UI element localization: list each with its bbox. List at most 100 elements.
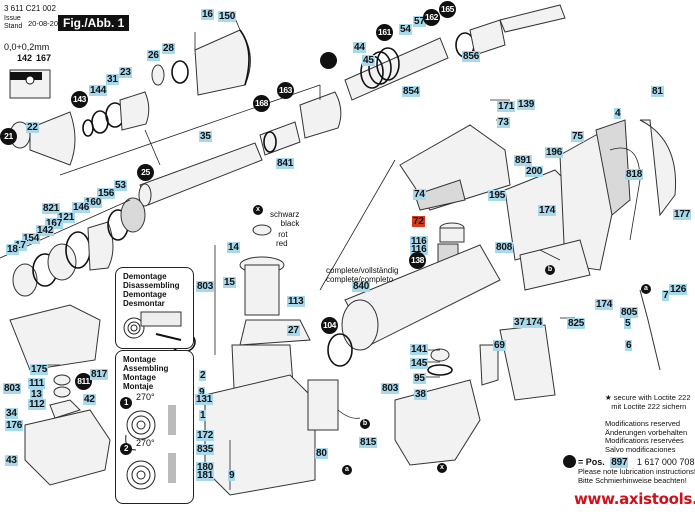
callout-161[interactable]: 161	[376, 24, 393, 41]
callout-22[interactable]: 22	[26, 122, 39, 133]
callout-195[interactable]: 195	[488, 190, 507, 201]
callout-841[interactable]: 841	[276, 158, 295, 169]
callout-2[interactable]: 2	[199, 370, 207, 381]
callout-26[interactable]: 26	[147, 50, 160, 61]
callout-121[interactable]: 121	[57, 212, 76, 223]
callout-81[interactable]: 81	[651, 86, 664, 97]
callout-113[interactable]: 113	[287, 296, 305, 307]
callout-18[interactable]: 18	[6, 244, 19, 255]
callout-200[interactable]: 200	[525, 166, 544, 177]
callout-37[interactable]: 37	[513, 317, 526, 328]
callout-162[interactable]: 162	[423, 9, 440, 26]
callout-111[interactable]: 111	[28, 378, 45, 389]
callout-171[interactable]: 171	[497, 101, 516, 112]
callout-176[interactable]: 176	[5, 420, 24, 431]
callout-803-left[interactable]: 803	[3, 383, 22, 394]
callout-811[interactable]: 811	[75, 373, 92, 390]
callout-126[interactable]: 126	[669, 284, 688, 295]
pos-number[interactable]: 897	[610, 457, 629, 468]
callout-21[interactable]: 21	[0, 128, 17, 145]
callout-45-black[interactable]	[320, 52, 337, 69]
callout-13[interactable]: 13	[30, 389, 43, 400]
callout-174[interactable]: 174	[538, 205, 557, 216]
callout-15[interactable]: 15	[223, 277, 236, 288]
callout-803-motor[interactable]: 803	[196, 281, 215, 292]
callout-817[interactable]: 817	[90, 369, 109, 380]
callout-31[interactable]: 31	[106, 74, 119, 85]
callout-44[interactable]: 44	[353, 42, 366, 53]
callout-28[interactable]: 28	[162, 43, 175, 54]
callout-138[interactable]: 138	[409, 252, 426, 269]
callout-172[interactable]: 172	[196, 430, 215, 441]
callout-5[interactable]: 5	[624, 318, 632, 329]
callout-80[interactable]: 80	[315, 448, 328, 459]
callout-815[interactable]: 815	[359, 437, 378, 448]
callout-150[interactable]: 150	[218, 11, 237, 22]
callout-27[interactable]: 27	[287, 325, 300, 336]
callout-57[interactable]: 57	[413, 16, 426, 27]
callout-139[interactable]: 139	[517, 99, 536, 110]
callout-805[interactable]: 805	[620, 307, 639, 318]
callout-808[interactable]: 808	[495, 242, 514, 253]
callout-180[interactable]: 180	[196, 462, 215, 473]
callout-112[interactable]: 112	[28, 399, 46, 410]
callout-146[interactable]: 146	[72, 202, 91, 213]
callout-154[interactable]: 154	[22, 233, 41, 244]
callout-174c[interactable]: 174	[525, 317, 544, 328]
callout-9b[interactable]: 9	[228, 470, 236, 481]
callout-163[interactable]: 163	[277, 82, 294, 99]
callout-73[interactable]: 73	[497, 117, 510, 128]
callout-835[interactable]: 835	[196, 444, 215, 455]
callout-38[interactable]: 38	[414, 389, 427, 400]
callout-196[interactable]: 196	[545, 147, 564, 158]
callout-23[interactable]: 23	[119, 67, 132, 78]
callout-174b[interactable]: 174	[595, 299, 614, 310]
callout-160[interactable]: 160	[84, 197, 103, 208]
callout-840[interactable]: 840	[352, 281, 371, 292]
callout-25[interactable]: 25	[137, 164, 154, 181]
callout-825[interactable]: 825	[567, 318, 586, 329]
callout-177[interactable]: 177	[673, 209, 692, 220]
callout-131[interactable]: 131	[195, 394, 214, 405]
callout-141[interactable]: 141	[410, 344, 429, 355]
callout-35[interactable]: 35	[199, 131, 212, 142]
callout-9a[interactable]: 9	[198, 387, 206, 398]
callout-891[interactable]: 891	[514, 155, 533, 166]
callout-1[interactable]: 1	[199, 410, 207, 421]
callout-143[interactable]: 143	[71, 91, 88, 108]
callout-821[interactable]: 821	[42, 203, 61, 214]
callout-34[interactable]: 34	[5, 408, 18, 419]
callout-42[interactable]: 42	[83, 394, 96, 405]
callout-72[interactable]: 72	[412, 216, 425, 227]
callout-168[interactable]: 168	[253, 95, 270, 112]
callout-116b[interactable]: 116	[410, 244, 428, 255]
callout-116a[interactable]: 116	[410, 236, 428, 247]
callout-854[interactable]: 854	[402, 86, 421, 97]
callout-144[interactable]: 144	[89, 85, 108, 96]
callout-14[interactable]: 14	[227, 242, 240, 253]
callout-142[interactable]: 142	[36, 225, 55, 236]
callout-75[interactable]: 75	[571, 131, 584, 142]
callout-145[interactable]: 145	[410, 358, 429, 369]
callout-104[interactable]: 104	[321, 317, 338, 334]
callout-74[interactable]: 74	[413, 189, 426, 200]
callout-175[interactable]: 175	[30, 364, 49, 375]
callout-43[interactable]: 43	[5, 455, 18, 466]
callout-156[interactable]: 156	[97, 188, 116, 199]
callout-16[interactable]: 16	[201, 9, 214, 20]
callout-17[interactable]: 17	[14, 240, 27, 251]
callout-53[interactable]: 53	[114, 180, 127, 191]
callout-856[interactable]: 856	[462, 51, 481, 62]
callout-45[interactable]: 45	[362, 55, 375, 66]
callout-69[interactable]: 69	[493, 340, 506, 351]
callout-54[interactable]: 54	[399, 24, 412, 35]
callout-803-right[interactable]: 803	[381, 383, 400, 394]
callout-181[interactable]: 181	[196, 470, 215, 481]
callout-818[interactable]: 818	[625, 169, 644, 180]
callout-6[interactable]: 6	[625, 340, 633, 351]
callout-167[interactable]: 167	[45, 218, 64, 229]
callout-165[interactable]: 165	[439, 1, 456, 18]
callout-7[interactable]: 7	[662, 290, 670, 301]
callout-95[interactable]: 95	[413, 373, 426, 384]
callout-4[interactable]: 4	[614, 108, 622, 119]
